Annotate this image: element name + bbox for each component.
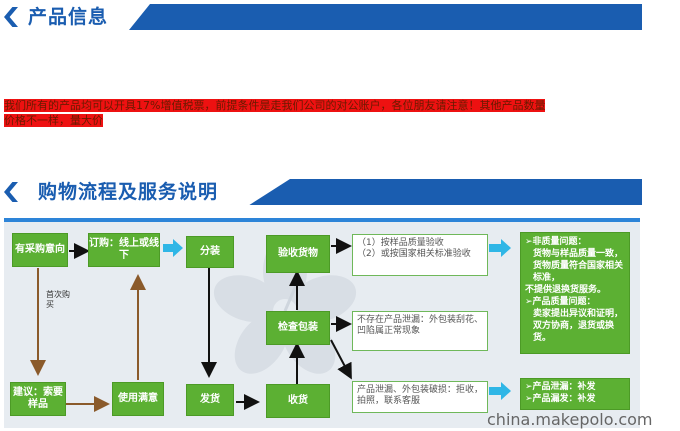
step-inspect-goods: 验收货物 <box>266 235 330 273</box>
non-quality-service-box: ➢非质量问题： 货物与样品质量一致，货物质量符合国家相关标准， 不提供退换货服务… <box>520 232 630 354</box>
step-label: 分装 <box>200 246 220 257</box>
quality-heading: ➢产品质量问题： <box>525 297 596 307</box>
step-label: 订购：线上或线下 <box>89 238 159 261</box>
site-watermark: china.makepolo.com <box>487 410 653 429</box>
leak-note: 产品泄漏、外包装破损：拒收，拍照，联系客服 <box>352 381 488 413</box>
no-leak-note: 不存在产品泄漏：外包装刮花、凹陷属正常现象 <box>352 311 488 351</box>
step-order: 订购：线上或线下 <box>88 233 160 267</box>
step-request-sample: 建议：索要样品 <box>10 382 66 416</box>
purchase-flow-title: 购物流程及服务说明 <box>38 181 219 203</box>
non-quality-heading: ➢非质量问题： <box>525 237 587 247</box>
notice-line-1: 我们所有的产品均可以开具17%增值税票，前提条件是走我们公司的对公账户，各位朋友… <box>4 99 546 112</box>
step-check-package: 检查包装 <box>266 311 330 345</box>
step-receive: 收货 <box>266 384 330 418</box>
step-label: 检查包装 <box>278 322 318 333</box>
purchase-flow-banner: 购物流程及服务说明 <box>0 179 642 205</box>
tax-invoice-notice: 我们所有的产品均可以开具17%增值税票，前提条件是走我们公司的对公账户，各位朋友… <box>4 98 674 128</box>
non-quality-no-return: 不提供退换货服务。 <box>525 285 607 295</box>
step-ship: 发货 <box>186 384 234 416</box>
product-info-title: 产品信息 <box>28 6 109 28</box>
panel-top-line <box>4 218 640 222</box>
step-label: 建议：索要样品 <box>13 387 63 410</box>
inspect-note-line-2: （2）或按国家相关标准验收 <box>357 249 471 259</box>
step-split: 分装 <box>186 236 234 268</box>
inspect-note-line-1: （1）按样品质量验收 <box>357 238 444 248</box>
step-label: 验收货物 <box>278 248 318 259</box>
step-purchase-intent: 有采购意向 <box>12 233 68 267</box>
step-label: 收货 <box>288 395 308 406</box>
step-label: 有采购意向 <box>15 244 65 255</box>
non-quality-body: 货物与样品质量一致，货物质量符合国家相关标准， <box>533 249 624 283</box>
product-info-banner: 产品信息 <box>0 4 642 30</box>
leak-reissue: ➢产品泄漏：补发 <box>525 382 596 392</box>
step-label: 发货 <box>200 394 220 405</box>
inspect-note: （1）按样品质量验收 （2）或按国家相关标准验收 <box>352 234 488 276</box>
step-satisfied: 使用满意 <box>112 382 164 416</box>
quality-body: 卖家提出异议和证明，双方协商，退货或换货。 <box>533 309 624 343</box>
missing-reissue: ➢产品漏发：补发 <box>525 394 596 404</box>
notice-line-2: 价格不一样，量大价 <box>4 114 103 127</box>
banner-tab <box>0 4 150 30</box>
first-purchase-label: 首次购买 <box>46 290 70 309</box>
reissue-service-box: ➢产品泄漏：补发 ➢产品漏发：补发 <box>520 378 630 410</box>
banner-tab <box>0 179 290 205</box>
step-label: 使用满意 <box>118 393 158 404</box>
